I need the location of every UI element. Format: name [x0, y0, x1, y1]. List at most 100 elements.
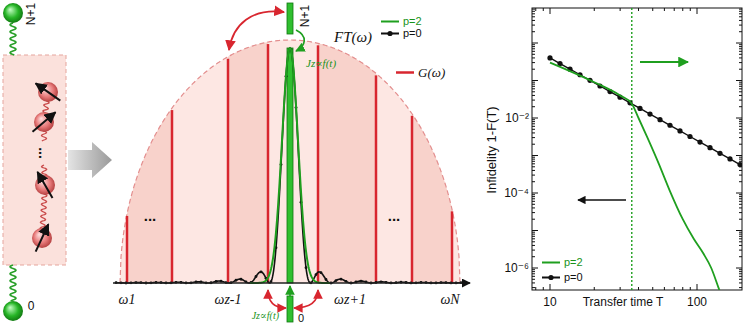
legend-text: G(ω): [418, 66, 445, 79]
spin-arrow: [33, 112, 56, 131]
y-tick: [532, 132, 535, 133]
filter-p0-dot: [315, 273, 318, 276]
y-tick: [739, 250, 742, 251]
x-tick: [594, 287, 595, 290]
y-tick: [739, 13, 742, 14]
y-tick: [532, 250, 535, 251]
y-tick: [532, 57, 535, 58]
y-tick: [532, 194, 535, 195]
y-tick: [532, 121, 535, 122]
x-tick: [535, 8, 536, 11]
legend-sample: [380, 16, 400, 26]
filter-p0-dot: [235, 279, 238, 282]
y-tick: [739, 48, 742, 49]
y-tick: [532, 88, 535, 89]
y-tick: [532, 282, 535, 283]
x-tick: [535, 287, 536, 290]
y-tick: [739, 82, 742, 83]
coupling-wire: [10, 265, 16, 301]
x-tick: [550, 284, 551, 290]
legend-text: p=2: [403, 16, 422, 27]
y-tick: [739, 207, 742, 208]
curve-p0-dot: [687, 134, 692, 139]
y-tick: [739, 194, 742, 195]
y-tick: [739, 46, 742, 47]
y-tick: [532, 46, 535, 47]
y-tick: [739, 282, 742, 283]
y-tick: [739, 269, 742, 270]
filter-p0: [116, 48, 464, 283]
legend-text: p=2: [564, 257, 583, 268]
y-tick: [739, 9, 742, 10]
spectrum: [113, 3, 470, 322]
y-tick: [739, 62, 742, 63]
legend-sample: [541, 272, 561, 282]
end-level: [287, 296, 293, 322]
x-tick: [682, 287, 683, 290]
filter-p0-dot: [240, 278, 243, 281]
y-tick: [532, 161, 535, 162]
chain-eigenmode: [126, 216, 129, 283]
y-tick: [532, 11, 535, 12]
tick-label: 10⁻⁶: [504, 262, 529, 274]
coupling-arrow: [294, 290, 318, 308]
y-tick: [736, 230, 742, 231]
curve-p0-dot: [657, 117, 662, 122]
y-tick: [532, 163, 535, 164]
y-tick: [532, 9, 535, 10]
y-tick: [739, 69, 742, 70]
y-tick: [739, 232, 742, 233]
frequency-label: ωz+1: [334, 293, 366, 307]
region-arrow: [578, 199, 626, 200]
end-spin: [3, 3, 23, 23]
y-tick: [532, 25, 535, 26]
y-tick: [532, 196, 535, 197]
legend-text: p=0: [403, 28, 422, 39]
y-tick: [532, 238, 535, 239]
chain-eigenmode: [171, 110, 174, 283]
legend-item: p=0: [541, 272, 583, 283]
x-tick: [550, 8, 551, 14]
curve-p0-dot: [667, 123, 672, 128]
axis-title: Transfer time T: [583, 296, 664, 308]
y-tick: [736, 193, 742, 194]
spin-arrow: [36, 83, 61, 100]
curve-p0-dot: [637, 106, 642, 111]
curve-p0-dot: [647, 111, 652, 116]
drive-label: Jz∝f(t): [306, 58, 336, 69]
x-tick: [664, 287, 665, 290]
filter-label: FT(ω): [334, 30, 372, 45]
filter-p0-dot: [335, 279, 338, 282]
y-tick: [739, 204, 742, 205]
legend-sample: [395, 67, 415, 77]
y-tick: [739, 129, 742, 130]
chain-eigenmode: [267, 44, 270, 283]
y-tick: [739, 198, 742, 199]
spectral-density: [120, 40, 460, 283]
y-tick: [739, 212, 742, 213]
y-tick: [532, 234, 535, 235]
y-tick: [739, 271, 742, 272]
spin-arrow: [36, 224, 49, 251]
level-label: 0: [298, 313, 304, 324]
y-tick: [532, 271, 535, 272]
y-tick: [532, 16, 535, 17]
plot-frame: [532, 8, 742, 290]
curve-p0-dot: [677, 128, 682, 133]
y-tick: [739, 84, 742, 85]
tick-label: 10: [543, 296, 556, 308]
y-tick: [739, 44, 742, 45]
filter-p0-dot: [360, 280, 363, 283]
legend-line: [396, 71, 414, 74]
x-tick: [697, 8, 698, 14]
drive-label: Jz∝f(t): [252, 311, 279, 321]
y-tick: [532, 86, 535, 87]
x-tick: [620, 287, 621, 290]
y-tick: [739, 123, 742, 124]
y-tick: [739, 256, 742, 257]
x-tick: [674, 287, 675, 290]
y-tick: [739, 238, 742, 239]
y-tick: [739, 91, 742, 92]
x-tick: [594, 8, 595, 11]
